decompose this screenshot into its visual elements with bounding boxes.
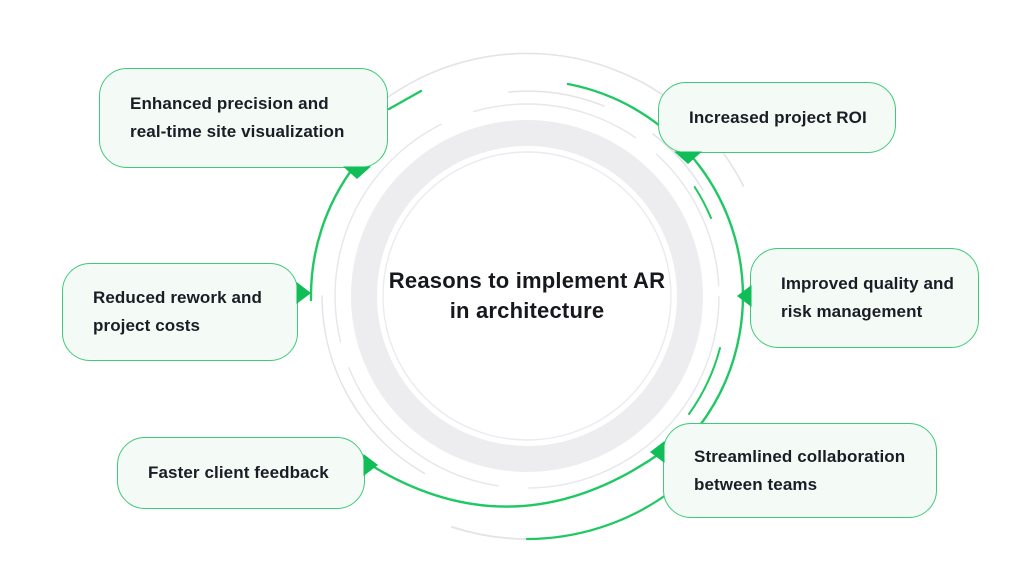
callout-text-line: risk management	[781, 302, 923, 321]
gray-arc-top	[508, 90, 605, 107]
green-arc-left	[309, 164, 356, 302]
pointer-right-icon	[296, 282, 311, 304]
center-title-line1: Reasons to implement AR	[388, 268, 666, 293]
pointer-right-icon	[363, 454, 378, 476]
callout-text-line: Increased project ROI	[689, 107, 867, 127]
callout-streamlined-collaboration: Streamlined collaboration between teams	[663, 423, 937, 518]
callout-reduced-rework: Reduced rework and project costs	[62, 263, 298, 361]
callout-text-line: project costs	[93, 316, 201, 335]
pointer-down-icon	[674, 151, 702, 164]
pointer-down-icon	[343, 166, 371, 179]
outer-arc-bottom-green	[525, 493, 668, 541]
callout-increased-roi: Increased project ROI	[658, 82, 896, 153]
callout-text-line: Reduced rework and	[93, 288, 263, 307]
callout-text-line: Faster client feedback	[148, 463, 329, 482]
callout-text-line: real-time site visualization	[130, 122, 345, 141]
callout-faster-feedback: Faster client feedback	[117, 437, 365, 509]
green-accent-right-bottom	[688, 347, 721, 415]
green-tick-top-left	[387, 89, 423, 111]
callout-text-line: Streamlined collaboration	[694, 446, 906, 466]
callout-improved-quality: Improved quality and risk management	[750, 248, 979, 348]
center-title: Reasons to implement AR in architecture	[352, 266, 702, 326]
callout-text-line: between teams	[694, 474, 818, 494]
outer-arc-bottom-gray	[451, 526, 528, 540]
callout-text-line: Enhanced precision and	[130, 94, 329, 113]
callout-text-line: Improved quality and	[781, 274, 954, 293]
center-title-line2: in architecture	[449, 298, 605, 323]
callout-enhanced-precision: Enhanced precision and real-time site vi…	[99, 68, 388, 168]
green-accent-right-top	[693, 186, 712, 219]
green-arc-bottom	[372, 450, 664, 508]
